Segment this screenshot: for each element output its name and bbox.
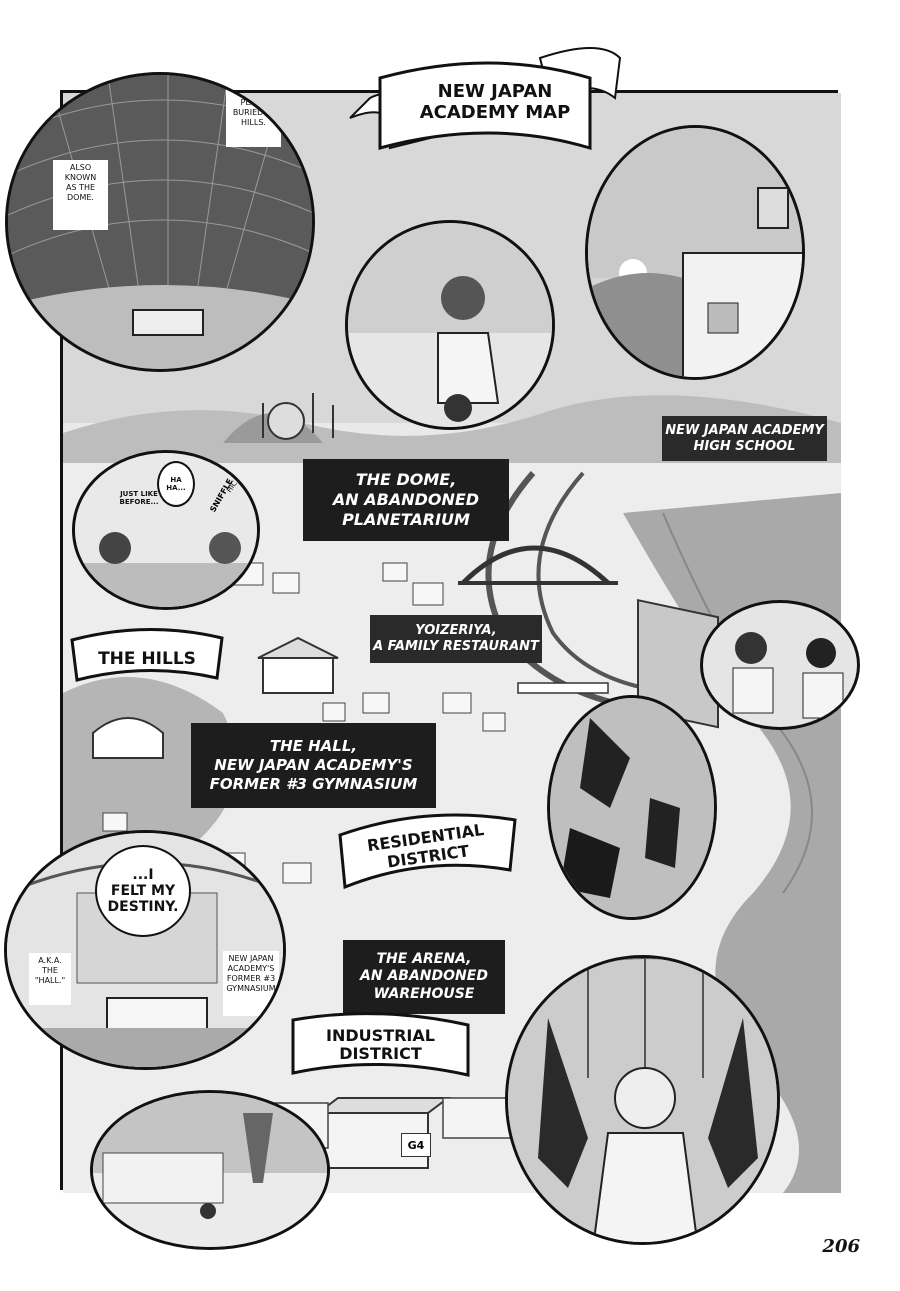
fight-panel — [547, 695, 717, 920]
restaurant-panel: HA HA... JUST LIKE BEFORE... SNIFFLE HIC… — [72, 450, 260, 610]
hall-panel: ...I FELT MY DESTINY. A.K.A. THE "HALL."… — [4, 830, 286, 1070]
dome-panel: ALSO KNOWN AS THE DOME. AB PLANE BURIED … — [5, 72, 315, 372]
scroll-banner-art — [349, 47, 622, 151]
scroll-banner-art — [291, 1012, 470, 1077]
motorbike-art — [348, 223, 552, 427]
fight-scene-art — [550, 698, 714, 917]
restaurant-speech-2: JUST LIKE BEFORE... — [119, 490, 159, 506]
residential-banner: RESIDENTIAL DISTRICT — [325, 795, 530, 900]
title-banner: NEW JAPAN ACADEMY MAP — [340, 38, 630, 168]
dome-caption-2: AB PLANE BURIED IN HILLS. — [226, 85, 281, 147]
school-panel — [585, 125, 805, 380]
hall-caption-right: NEW JAPAN ACADEMY'S FORMER #3 GYMNASIUM — [223, 951, 279, 1016]
dock-art — [93, 1093, 327, 1247]
restaurant-label: YOIZERIYA, A FAMILY RESTAURANT — [370, 615, 542, 663]
restaurant-speech-1: HA HA... — [157, 461, 195, 507]
warehouse-g4-sign: G4 — [401, 1133, 431, 1157]
hills-banner-text: THE HILLS — [98, 649, 196, 670]
industrial-banner: INDUSTRIAL DISTRICT — [278, 995, 483, 1095]
hall-caption-left: A.K.A. THE "HALL." — [29, 953, 71, 1005]
hills-banner: THE HILLS — [62, 620, 232, 700]
dock-panel — [90, 1090, 330, 1250]
hall-label: THE HALL, NEW JAPAN ACADEMY'S FORMER #3 … — [191, 723, 436, 808]
title-text: NEW JAPAN ACADEMY MAP — [419, 81, 571, 123]
page-number: 206 — [822, 1236, 860, 1257]
school-label: NEW JAPAN ACADEMY HIGH SCHOOL — [662, 416, 827, 461]
kids-panel — [700, 600, 860, 730]
kids-art — [732, 632, 844, 719]
scroll-banner-art — [70, 627, 224, 682]
arena-label: THE ARENA, AN ABANDONED WAREHOUSE — [343, 940, 505, 1014]
motorbike-panel — [345, 220, 555, 430]
dome-label: THE DOME, AN ABANDONED PLANETARIUM — [303, 459, 509, 541]
arena-panel — [505, 955, 780, 1245]
dome-caption: ALSO KNOWN AS THE DOME. — [53, 160, 108, 230]
scroll-banner-art — [338, 813, 517, 890]
industrial-banner-text: INDUSTRIAL DISTRICT — [326, 1025, 435, 1063]
arena-warehouse-art — [508, 958, 777, 1242]
hall-speech: ...I FELT MY DESTINY. — [95, 845, 191, 937]
school-rooftop-art — [588, 128, 802, 377]
